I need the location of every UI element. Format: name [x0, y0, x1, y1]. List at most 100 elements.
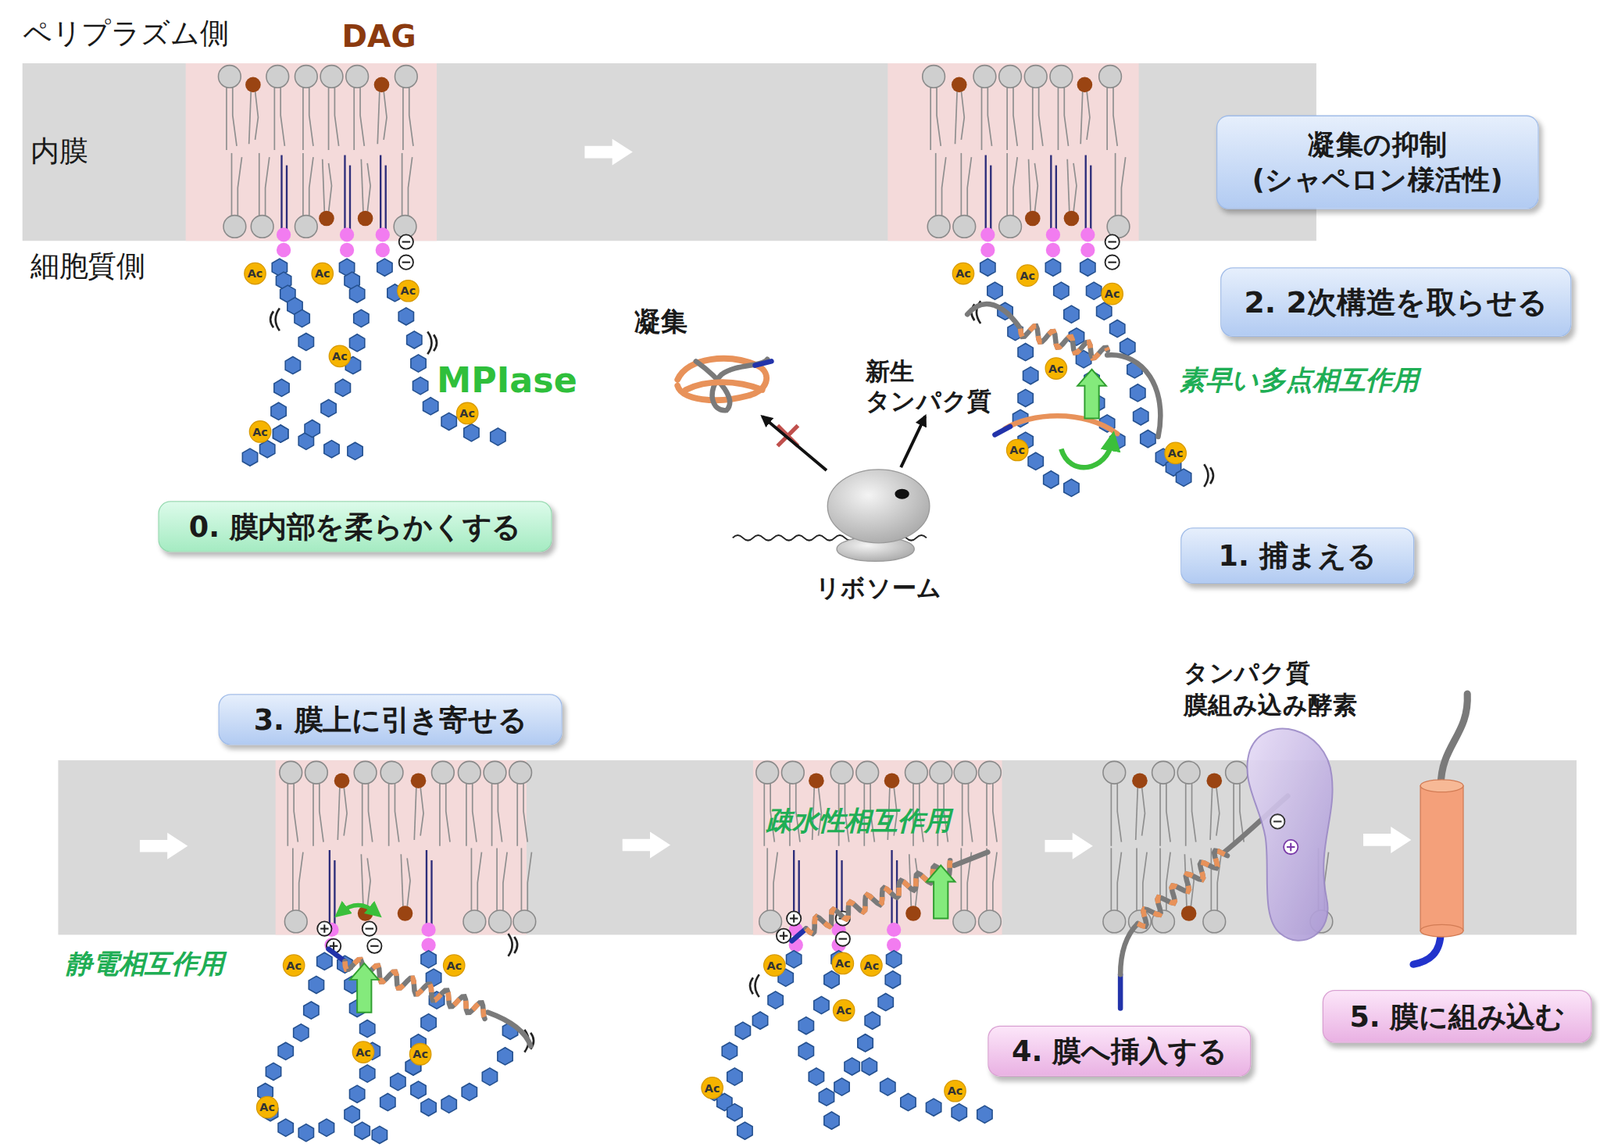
motion-mark [427, 331, 432, 354]
tm-helix-cylinder [1420, 785, 1464, 931]
sugar-unit [1045, 258, 1061, 276]
node-text: 1. 捕まえる [1218, 537, 1377, 574]
lipid-tail [763, 782, 765, 847]
charge-stroke [1289, 842, 1292, 851]
lipid-tail [992, 782, 997, 843]
n-terminus [1117, 974, 1124, 1008]
lipid-tail [1013, 157, 1018, 217]
proteins [328, 303, 1289, 1047]
acetyl-label: Ac [332, 350, 348, 362]
acetyl-label: Ac [767, 959, 783, 971]
lipid-tail [265, 157, 270, 217]
sugar-unit [242, 448, 258, 466]
acetyl-label: Ac [355, 1046, 372, 1058]
sugar-unit [798, 1042, 814, 1060]
sugar-unit [767, 991, 783, 1009]
sugar-unit [1023, 367, 1039, 385]
step-box: 0. 膜内部を柔らかくする [157, 500, 552, 552]
sugar-unit [271, 402, 286, 420]
lipid-tail [503, 852, 508, 912]
sugar-unit [353, 309, 369, 327]
sugar-unit [752, 1011, 768, 1029]
dag-head [808, 772, 825, 789]
sugar-unit [490, 428, 506, 446]
lipid-tail [299, 852, 304, 912]
pyrophosphate [375, 242, 390, 258]
charge-stroke [365, 928, 374, 930]
helix-colour [1137, 850, 1228, 927]
sugar-unit [727, 1067, 743, 1086]
sugar-unit [814, 996, 829, 1014]
sugar-unit [1096, 302, 1112, 320]
sugar-unit [349, 334, 365, 352]
lipid-tail [472, 782, 477, 843]
sugar-unit [878, 993, 893, 1011]
protein-chain [1107, 354, 1161, 437]
sugar-unit [824, 971, 840, 989]
pyrophosphate [375, 227, 390, 242]
acetyl-group: Ac [1100, 282, 1124, 306]
plus-charge [1283, 839, 1298, 854]
dag-head [245, 77, 261, 93]
lipid-tail [292, 847, 294, 911]
lipid-tail [439, 782, 441, 847]
dag-head [374, 77, 390, 93]
sugar-unit [410, 354, 426, 372]
mpiase-anchor [1085, 155, 1087, 233]
lipid-tail [237, 157, 242, 217]
lipid-head [1225, 760, 1249, 784]
sugar-unit [441, 1095, 457, 1113]
lipid-tail [1110, 847, 1113, 911]
lipid-tail [985, 847, 988, 911]
lipid-tail [1190, 857, 1194, 908]
text-label: 素早い多点相互作用 [1178, 362, 1419, 399]
lipid-head [394, 65, 418, 89]
lipid-tail [232, 86, 237, 147]
pyrophosphate [276, 242, 291, 258]
inner-membrane [22, 63, 1317, 241]
acetyl-group: Ac [831, 952, 854, 975]
sugar-unit [304, 419, 320, 437]
text-label: 疎水性相互作用 [765, 803, 952, 840]
protein-chain [967, 303, 1021, 329]
lipid-head [294, 215, 318, 239]
lipid-tail [523, 782, 528, 843]
green-up-arrow [350, 963, 379, 1013]
text-label: 内膜 [30, 132, 88, 172]
pyrophosphate [1046, 242, 1061, 258]
lipid-tail [337, 786, 340, 840]
acetyl-group: Ac [763, 953, 786, 977]
motion-mark [514, 936, 518, 954]
lipid-head [1050, 65, 1073, 89]
lipid-tail [394, 782, 399, 843]
sugar-unit [349, 1085, 365, 1103]
lipid-tail [286, 782, 289, 847]
sugar-unit [464, 424, 479, 442]
lipid-tail [992, 852, 997, 912]
acetyl-label: Ac [259, 1101, 275, 1113]
lipid-tail [1034, 163, 1038, 213]
acetyl-group: Ac [243, 262, 267, 286]
sugar-unit [880, 1078, 896, 1096]
lipid-tail [1106, 86, 1108, 150]
lipid-tail [322, 159, 325, 213]
sugar-unit [808, 1067, 824, 1086]
lipid-tail [280, 86, 285, 147]
lipid-tail [516, 782, 518, 847]
lipid-head [830, 760, 854, 784]
acetyl-group: Ac [456, 402, 479, 425]
lipid-tail [367, 163, 371, 213]
lipid-head [457, 760, 481, 784]
sugar-unit [278, 1042, 293, 1060]
charge-stroke [1107, 261, 1116, 264]
pyrophosphate [339, 227, 354, 242]
acetyl-group: Ac [1044, 357, 1068, 380]
lipid-head [953, 215, 976, 239]
lipid-head [431, 760, 454, 784]
lipid-head [346, 65, 369, 89]
lipid-tail [960, 90, 965, 140]
lipid-tail [231, 153, 233, 217]
lipid-head [463, 910, 486, 933]
pyrophosphate [1080, 227, 1095, 242]
mpiase-anchor [430, 860, 433, 928]
